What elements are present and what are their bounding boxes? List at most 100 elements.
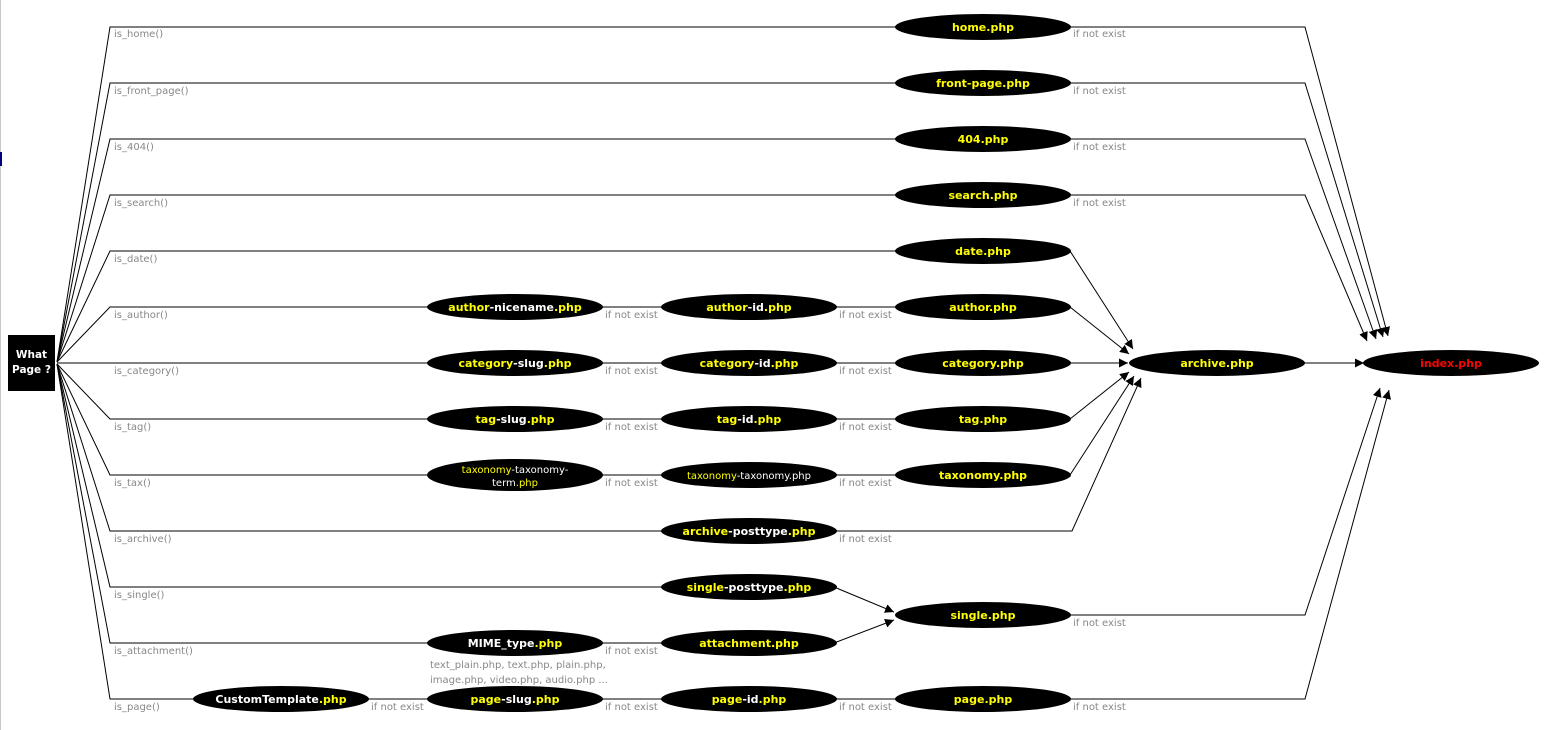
node-mime-type: MIME_type.php — [427, 630, 603, 656]
branch-page — [56, 363, 198, 700]
node-attachment: attachment.php — [661, 630, 837, 656]
condition-is-search: is_search() — [114, 198, 168, 209]
root-box — [8, 335, 55, 391]
fallback-author-nicename: if not exist — [605, 310, 658, 321]
node-taxonomy-label: taxonomy.php — [939, 469, 1027, 482]
branch-home — [56, 26, 900, 363]
node-front-page: front-page.php — [895, 70, 1071, 96]
branch-date — [56, 250, 900, 363]
condition-is-tag: is_tag() — [114, 422, 151, 433]
node-page-label: page.php — [954, 693, 1013, 706]
node-taxonomy-taxonomy: taxonomy-taxonomy.php — [661, 462, 837, 488]
node-single-label: single.php — [950, 609, 1015, 622]
node-mime-type-label: MIME_type.php — [468, 637, 563, 650]
root-what-page: What Page ? — [8, 335, 55, 391]
node-taxonomy-term-label-line-2: term.php — [492, 478, 538, 489]
root-label-line-2: Page ? — [12, 364, 51, 376]
branch-front-page — [56, 82, 900, 363]
node-taxonomy-taxonomy-label: taxonomy-taxonomy.php — [687, 471, 811, 482]
branch-search — [56, 194, 900, 363]
node-search-label: search.php — [949, 189, 1018, 202]
left-border — [0, 0, 1, 730]
edge-single-to-index — [1070, 387, 1382, 616]
node-category-slug-label: category-slug.php — [458, 357, 571, 370]
node-tag-slug: tag-slug.php — [427, 406, 603, 432]
fallback-mime-type: if not exist — [605, 646, 658, 657]
node-tag-id-label: tag-id.php — [717, 413, 782, 426]
node-author-id: author-id.php — [661, 294, 837, 320]
node-attachment-label: attachment.php — [699, 637, 799, 650]
node-custom-template-label: CustomTemplate.php — [215, 693, 346, 706]
node-author-nicename: author-nicename.php — [427, 294, 603, 320]
edge-archive-posttype-to-archive — [836, 377, 1142, 532]
node-index-label: index.php — [1420, 357, 1482, 370]
fallback-home: if not exist — [1073, 29, 1126, 40]
edge-author-to-archive — [1069, 306, 1130, 355]
branch-author — [56, 306, 432, 363]
node-taxonomy: taxonomy.php — [895, 462, 1071, 488]
fallback-search: if not exist — [1073, 198, 1126, 209]
node-tag-slug-label: tag-slug.php — [476, 413, 555, 426]
node-taxonomy-term-label-line-1: taxonomy-taxonomy- — [462, 465, 569, 476]
conditions: is_home() is_front_page() is_404() is_se… — [114, 29, 193, 713]
fallback-category-id: if not exist — [839, 366, 892, 377]
node-home-label: home.php — [952, 21, 1014, 34]
fallback-category-slug: if not exist — [605, 366, 658, 377]
node-front-page-label: front-page.php — [936, 77, 1030, 90]
mime-note-line-2: image.php, video.php, audio.php ... — [430, 675, 608, 686]
condition-is-tax: is_tax() — [114, 478, 151, 489]
edge-attachment-to-single — [833, 619, 895, 644]
node-tag-id: tag-id.php — [661, 406, 837, 432]
edge-page-to-index — [1070, 389, 1391, 700]
condition-is-author: is_author() — [114, 310, 168, 321]
root-label-line-1: What — [16, 349, 47, 361]
edges — [56, 26, 1391, 700]
edge-taxonomy-to-archive — [1069, 375, 1135, 476]
branch-archive — [56, 363, 666, 532]
node-page-slug: page-slug.php — [427, 686, 603, 712]
node-search: search.php — [895, 182, 1071, 208]
condition-is-front-page: is_front_page() — [114, 86, 189, 97]
branch-tag — [56, 363, 432, 420]
node-404: 404.php — [895, 126, 1071, 152]
template-nodes: home.php front-page.php 404.php search.p… — [193, 14, 1539, 712]
fallback-page: if not exist — [1073, 702, 1126, 713]
branch-tax — [56, 363, 432, 476]
branch-attachment — [56, 363, 432, 644]
node-author-nicename-label: author-nicename.php — [448, 301, 582, 314]
node-page-id-label: page-id.php — [712, 693, 787, 706]
fallback-tag-slug: if not exist — [605, 422, 658, 433]
node-tag: tag.php — [895, 406, 1071, 432]
mime-type-note: text_plain.php, text.php, plain.php, ima… — [430, 660, 608, 686]
node-archive-label: archive.php — [1180, 357, 1253, 370]
node-taxonomy-term: taxonomy-taxonomy- term.php — [427, 459, 603, 491]
edge-front-to-index — [1070, 82, 1385, 338]
edge-single-posttype-to-single — [833, 586, 895, 613]
node-archive-posttype-label: archive-posttype.php — [683, 525, 816, 538]
edge-404-to-index — [1070, 138, 1378, 340]
fallback-404: if not exist — [1073, 142, 1126, 153]
node-custom-template: CustomTemplate.php — [193, 686, 369, 712]
node-404-label: 404.php — [958, 133, 1009, 146]
condition-is-attachment: is_attachment() — [114, 646, 193, 657]
node-date: date.php — [895, 238, 1071, 264]
fallback-page-id: if not exist — [839, 702, 892, 713]
fallback-taxonomy-term: if not exist — [605, 478, 658, 489]
fallback-single: if not exist — [1073, 618, 1126, 629]
node-author: author.php — [895, 294, 1071, 320]
fallback-custom-template: if not exist — [371, 702, 424, 713]
edge-date-to-archive — [1069, 250, 1134, 350]
node-single: single.php — [895, 602, 1071, 628]
condition-is-single: is_single() — [114, 590, 164, 601]
fallback-page-slug: if not exist — [605, 702, 658, 713]
node-author-label: author.php — [949, 301, 1017, 314]
node-category-id: category-id.php — [661, 350, 837, 376]
node-page-id: page-id.php — [661, 686, 837, 712]
node-single-posttype: single-posttype.php — [661, 574, 837, 600]
node-page: page.php — [895, 686, 1071, 712]
condition-is-category: is_category() — [114, 366, 179, 377]
fallback-taxonomy-taxonomy: if not exist — [839, 478, 892, 489]
node-category-id-label: category-id.php — [700, 357, 799, 370]
node-date-label: date.php — [955, 245, 1011, 258]
condition-is-404: is_404() — [114, 142, 154, 153]
